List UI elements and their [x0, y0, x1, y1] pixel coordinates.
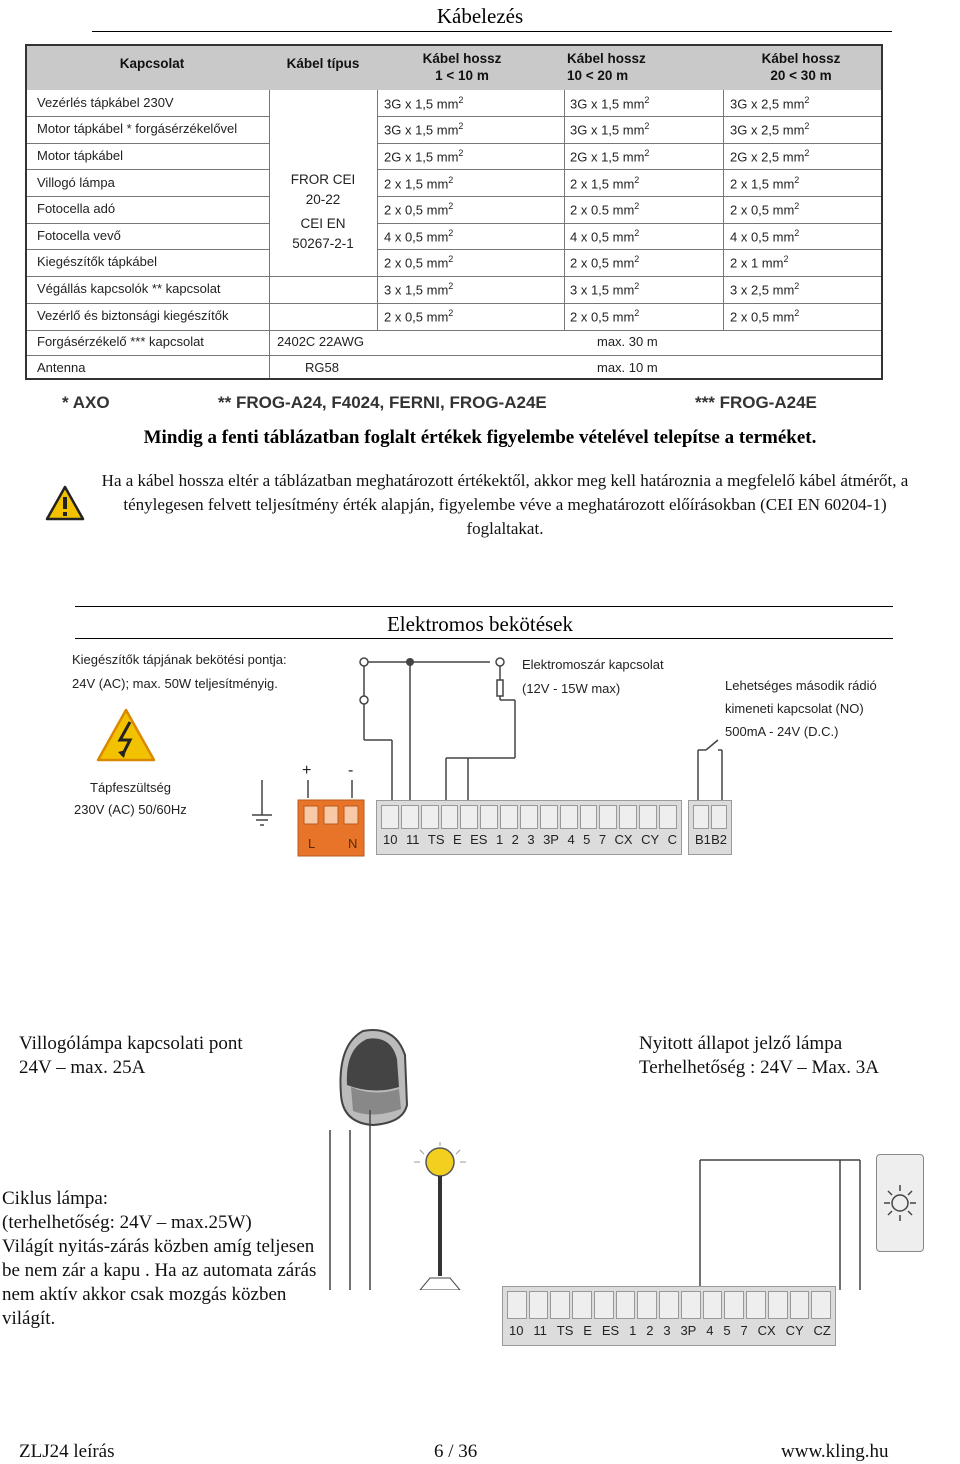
mains-label-1: Tápfeszültség — [90, 780, 171, 795]
cable-table: Kapcsolat Kábel típus Kábel hossz 1 < 10… — [25, 44, 883, 380]
high-voltage-icon — [96, 708, 156, 762]
header-kapcsolat: Kapcsolat — [119, 56, 185, 71]
terminal-N: N — [348, 836, 358, 851]
minus-label: - — [348, 762, 354, 779]
footnote-axo: * AXO — [62, 393, 110, 412]
section-title-elektromos: Elektromos bekötések — [386, 612, 574, 636]
open-indicator-text: Nyitott állapot jelző lámpa Terhelhetősé… — [639, 1033, 879, 1078]
warning-triangle-icon — [45, 485, 85, 521]
footnote-frog: ** FROG-A24, F4024, FERNI, FROG-A24E — [218, 393, 547, 412]
radio-label-3: 500mA - 24V (D.C.) — [725, 724, 839, 739]
header-hossz-3: Kábel hossz 20 < 30 m — [761, 51, 841, 83]
header-kabel-tipus: Kábel típus — [286, 56, 360, 71]
wiring-lines-lower — [329, 1110, 861, 1290]
footnote-frog-e: *** FROG-A24E — [695, 393, 817, 412]
cycle-lamp-text: Ciklus lámpa: (terhelhetőség: 24V – max.… — [2, 1188, 317, 1329]
header-hossz-2: Kábel hossz 10 < 20 m — [567, 51, 646, 83]
plus-label: + — [302, 762, 312, 779]
accessory-power-label-2: 24V (AC); max. 50W teljesítményig. — [72, 676, 278, 691]
street-lamp-icon — [414, 1142, 466, 1290]
radio-label-2: kimeneti kapcsolat (NO) — [725, 701, 864, 716]
electrolock-label-2: (12V - 15W max) — [522, 681, 621, 696]
electrolock-label-1: Elektromoszár kapcsolat — [522, 657, 664, 672]
warning-paragraph: Ha a kábel hossza eltér a táblázatban me… — [101, 471, 909, 538]
wiring-diagram — [252, 657, 723, 857]
flashing-lamp-text: Villogólámpa kapcsolati pont 24V – max. … — [19, 1033, 243, 1078]
section-rule — [75, 638, 893, 639]
ground-icon — [252, 814, 272, 826]
indicator-lamp-icon — [876, 1154, 924, 1252]
section-rule — [92, 31, 892, 32]
mains-label-2: 230V (AC) 50/60Hz — [74, 802, 187, 817]
table-header — [27, 46, 881, 90]
footer-right: www.kling.hu — [781, 1441, 889, 1462]
footer-left: ZLJ24 leírás — [19, 1441, 115, 1462]
radio-label-1: Lehetséges második rádió — [725, 678, 877, 693]
header-hossz-1: Kábel hossz 1 < 10 m — [422, 51, 502, 83]
section-rule — [75, 606, 893, 607]
notice-bold: Mindig a fenti táblázatban foglalt érték… — [143, 427, 817, 448]
footer-page-number: 6 / 36 — [434, 1441, 478, 1462]
accessory-power-label-1: Kiegészítők tápjának bekötési pontja: — [72, 652, 287, 667]
section-title-kabelezes: Kábelezés — [436, 4, 524, 28]
cable-type-block: FROR CEI 20-22 CEI EN 50267-2-1 — [290, 172, 356, 251]
terminal-L: L — [308, 836, 316, 851]
flashing-lamp-icon — [339, 1029, 409, 1127]
